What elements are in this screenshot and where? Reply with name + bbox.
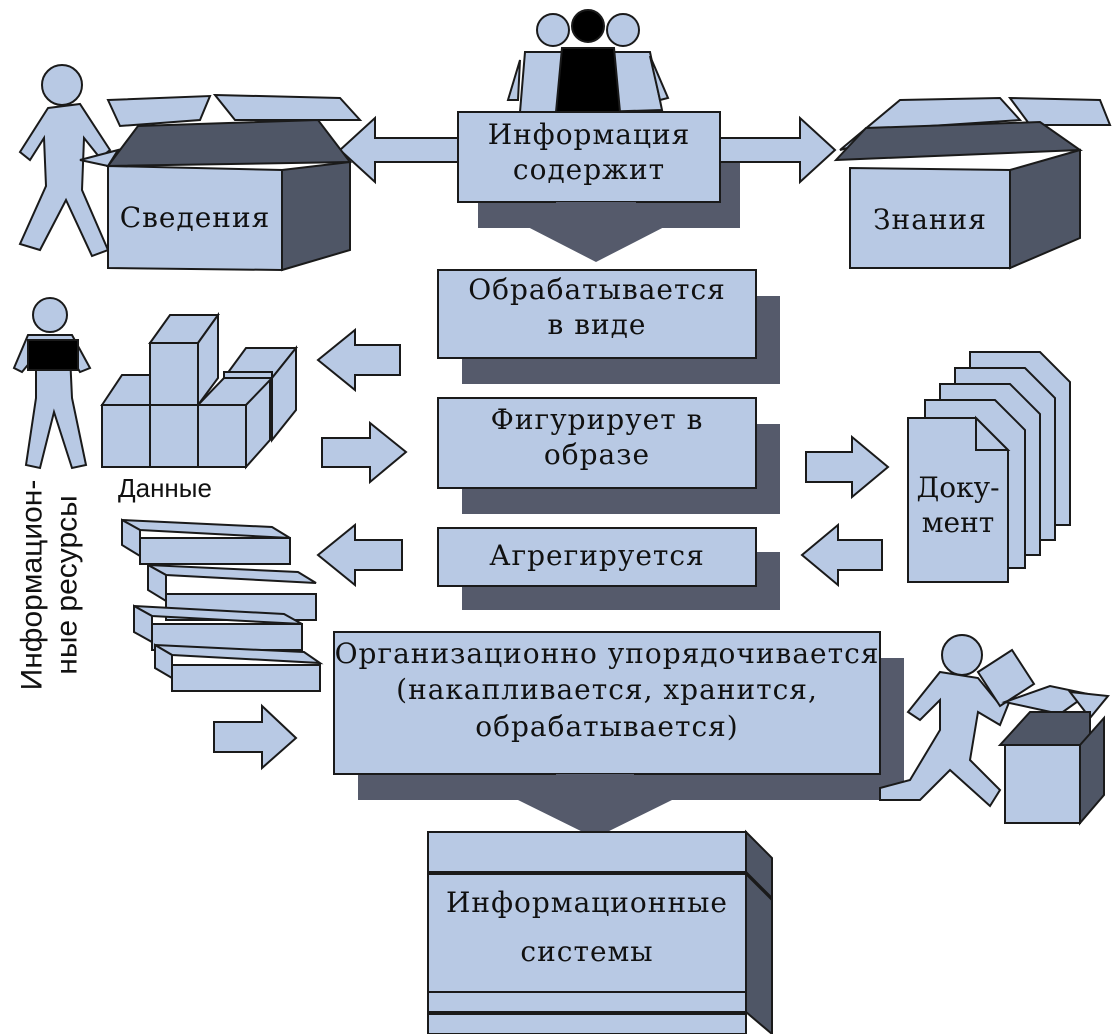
svedeniya-label: Сведения: [119, 201, 271, 234]
info-contains-label: Информация содержит: [458, 117, 720, 187]
document-line-2: мент: [921, 506, 995, 539]
organized-label: Организационно упорядочивается (накаплив…: [334, 636, 880, 745]
organized-line-2: (накапливается, хранится,: [396, 673, 818, 707]
systems-line-1: Информационные: [446, 886, 728, 919]
information-systems-stack: [427, 829, 773, 1034]
slab-stack-icon: [121, 518, 324, 692]
systems-line-2: системы: [520, 935, 654, 968]
arrow-right-to-organized: [213, 703, 298, 771]
person-with-box-icon: [12, 297, 92, 470]
svedeniya-box: [79, 93, 363, 272]
figures-line-2: образе: [543, 438, 651, 471]
information-resources-label: Информацион- ные ресурсы: [16, 480, 85, 691]
block-stack-icon: [100, 311, 299, 470]
organized-line-3: обрабатывается): [475, 709, 739, 743]
znaniya-box: [833, 96, 1112, 270]
arrow-left-svedeniya: [338, 115, 459, 185]
arrow-left-from-document: [800, 522, 883, 588]
organized-block: [333, 631, 904, 800]
znaniya-label: Знания: [873, 203, 987, 236]
resources-line-2: ные ресурсы: [50, 495, 83, 675]
processed-line-1: Обрабатывается: [468, 273, 726, 306]
aggregated-label: Агрегируется: [489, 539, 705, 572]
resources-line-1: Информацион-: [15, 479, 49, 691]
organized-line-1: Организационно упорядочивается: [334, 637, 880, 670]
figures-label: Фигурирует в образе: [438, 402, 756, 472]
document-line-1: Доку-: [916, 471, 1000, 504]
document-label: Доку- мент: [908, 470, 1008, 540]
people-group-icon: [506, 9, 670, 114]
person-running-with-box-icon: [879, 634, 1110, 826]
document-stack-icon: [907, 351, 1071, 583]
info-contains-line-2: содержит: [512, 153, 666, 186]
information-systems-label: Информационные системы: [428, 878, 746, 976]
processed-block: [437, 269, 780, 384]
figures-block: [437, 397, 780, 514]
arrow-right-to-figures: [321, 420, 408, 485]
arrow-left-data: [316, 327, 401, 393]
figures-line-1: Фигурирует в: [490, 403, 704, 436]
processed-label: Обрабатывается в виде: [438, 272, 756, 342]
aggregated-block: [437, 527, 780, 610]
arrow-down-1: [522, 202, 670, 262]
processed-line-2: в виде: [547, 308, 647, 341]
arrow-down-2: [518, 774, 672, 838]
arrow-right-znaniya: [719, 115, 837, 185]
arrow-right-to-document: [805, 434, 890, 500]
info-contains-line-1: Информация: [487, 118, 691, 151]
arrow-left-from-aggregated: [316, 522, 403, 588]
dannye-label: Данные: [118, 473, 212, 503]
